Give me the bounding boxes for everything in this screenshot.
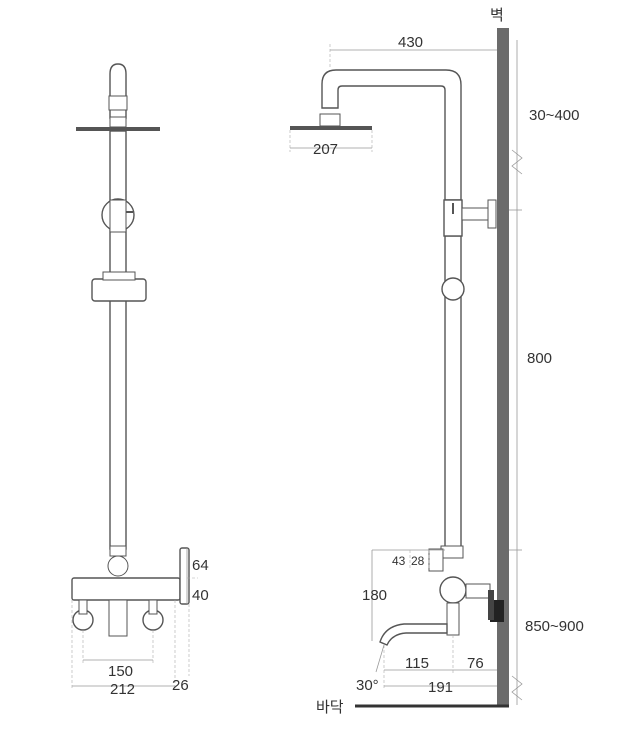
floor-label: 바닥 xyxy=(316,699,344,716)
upper-bracket-flange xyxy=(487,199,497,229)
shower-head-plate xyxy=(290,126,372,130)
left-handle-stem xyxy=(78,599,88,615)
dim-front-w1: 150 xyxy=(108,663,133,680)
dim-top-width: 430 xyxy=(398,34,423,51)
wall-label: 벽 xyxy=(490,7,504,24)
hand-shower-holder-side xyxy=(441,277,465,301)
side-dimensions: 430 207 30~400 800 850~900 180 43 28 115… xyxy=(289,34,584,705)
dim-spout-offset: 180 xyxy=(362,587,387,604)
side-plate xyxy=(179,547,190,605)
hand-shower-holder-front xyxy=(91,278,147,302)
right-handle-stem xyxy=(148,599,158,615)
mixer-body-side xyxy=(439,576,467,604)
mixer-arm xyxy=(465,583,491,599)
dim-front-d: 26 xyxy=(172,677,189,694)
handle-lever xyxy=(488,590,494,620)
spout-front xyxy=(108,599,128,637)
wall xyxy=(497,28,509,706)
dim-front-h2: 40 xyxy=(192,587,209,604)
spout-side xyxy=(379,623,448,646)
diverter-front xyxy=(109,545,127,557)
dim-bar-height: 800 xyxy=(527,350,552,367)
upper-bracket-arm xyxy=(461,207,489,221)
dim-front-w2: 212 xyxy=(110,681,135,698)
upper-bracket-sleeve xyxy=(109,199,127,233)
dim-head-diameter: 207 xyxy=(313,141,338,158)
diverter-side xyxy=(428,548,444,572)
shower-head-side xyxy=(319,113,341,127)
front-view xyxy=(71,63,190,637)
side-view xyxy=(290,69,504,646)
holder-slot xyxy=(102,271,136,281)
shower-head-joint xyxy=(109,116,127,128)
slide-bar-front xyxy=(109,130,127,550)
shower-head-front xyxy=(76,127,160,131)
dim-spout-reach-a: 115 xyxy=(405,655,429,672)
dim-mixer-height: 850~900 xyxy=(525,618,584,635)
dim-head-drop: 30~400 xyxy=(529,107,579,124)
front-dimensions: 64 40 150 212 26 xyxy=(71,548,209,698)
diverter-knob xyxy=(107,555,129,577)
dim-front-h1: 64 xyxy=(192,557,209,574)
top-collar xyxy=(108,95,128,111)
mixer-body-front xyxy=(71,577,181,601)
dim-spout-reach-b: 76 xyxy=(467,655,484,672)
mixer-collar xyxy=(440,545,464,559)
dim-spout-angle: 30° xyxy=(356,677,379,694)
top-arm xyxy=(321,69,462,201)
dim-spout-total: 191 xyxy=(428,679,453,696)
mixer-stem xyxy=(446,602,460,636)
dim-pipe-b: 28 xyxy=(411,554,425,568)
dim-pipe-a: 43 xyxy=(392,554,406,568)
